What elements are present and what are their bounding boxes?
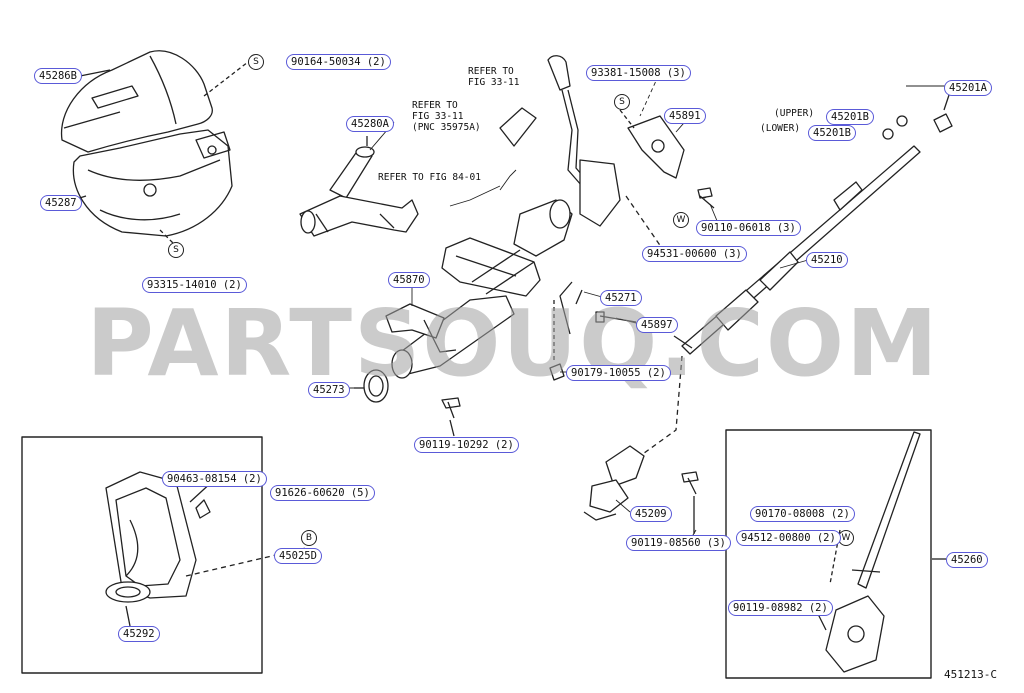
callout-45287[interactable]: 45287 — [40, 195, 82, 211]
inset-frame-left — [21, 436, 263, 674]
callout-45897[interactable]: 45897 — [636, 317, 678, 333]
shift-wire-part — [559, 281, 583, 335]
ring-bushing-part — [354, 369, 389, 403]
figure-number: 451213-C — [944, 668, 997, 681]
callout-45273[interactable]: 45273 — [308, 382, 350, 398]
callout-45209[interactable]: 45209 — [630, 506, 672, 522]
lower-shaft-assy-part — [825, 431, 921, 673]
callout-90119-08982[interactable]: 90119-08982 (2) — [728, 600, 833, 616]
shift-lever-part — [499, 55, 589, 187]
callout-45891[interactable]: 45891 — [664, 108, 706, 124]
callout-45271[interactable]: 45271 — [600, 290, 642, 306]
steering-shaft-part — [673, 145, 921, 355]
note-refer-fig-33-11: REFER TO FIG 33-11 — [468, 66, 520, 88]
steering-column-tube-part — [391, 199, 573, 379]
callout-45201a[interactable]: 45201A — [944, 80, 992, 96]
note-upper: (UPPER) — [774, 108, 815, 119]
note-refer-fig-33-11-pnc: REFER TO FIG 33-11 (PNC 35975A) — [412, 100, 481, 133]
screw-part — [595, 311, 637, 323]
symbol-b-boot: B — [301, 530, 317, 546]
intermediate-shaft-part — [583, 445, 645, 521]
callout-90119-08560[interactable]: 90119-08560 (3) — [626, 535, 731, 551]
callout-45201b-upper[interactable]: 45201B — [826, 109, 874, 125]
shift-lock-bracket-part — [579, 109, 685, 227]
callout-94531-00600[interactable]: 94531-00600 (3) — [642, 246, 747, 262]
symbol-s-cover-screw: S — [248, 54, 264, 70]
callout-45292[interactable]: 45292 — [118, 626, 160, 642]
callout-90110-06018[interactable]: 90110-06018 (3) — [696, 220, 801, 236]
lower-column-cover-part — [72, 129, 233, 237]
note-refer-fig-84-01: REFER TO FIG 84-01 — [378, 172, 481, 183]
column-bracket-part — [385, 303, 457, 353]
inset-frame-right — [725, 429, 932, 679]
callout-45260[interactable]: 45260 — [946, 552, 988, 568]
callout-93315-14010[interactable]: 93315-14010 (2) — [142, 277, 247, 293]
bushing-part — [933, 113, 953, 133]
symbol-w-shift-lock: W — [673, 212, 689, 228]
lock-housing-part — [299, 136, 419, 237]
callout-90463-08154[interactable]: 90463-08154 (2) — [162, 471, 267, 487]
callout-45201b-lower[interactable]: 45201B — [808, 125, 856, 141]
callout-90164-50034[interactable]: 90164-50034 (2) — [286, 54, 391, 70]
symbol-s-cover-screw-lower: S — [168, 242, 184, 258]
callout-45870[interactable]: 45870 — [388, 272, 430, 288]
bolt-part — [441, 397, 461, 419]
callout-45025d[interactable]: 45025D — [274, 548, 322, 564]
callout-94512-00800[interactable]: 94512-00800 (2) — [736, 530, 841, 546]
callout-93381-15008[interactable]: 93381-15008 (3) — [586, 65, 691, 81]
callout-45210[interactable]: 45210 — [806, 252, 848, 268]
column-boot-part — [105, 471, 197, 603]
callout-45286b[interactable]: 45286B — [34, 68, 82, 84]
callout-45280a[interactable]: 45280A — [346, 116, 394, 132]
upper-column-cover-part — [60, 50, 213, 153]
callout-90170-08008[interactable]: 90170-08008 (2) — [750, 506, 855, 522]
symbol-s-shift-lock: S — [614, 94, 630, 110]
callout-91626-60620[interactable]: 91626-60620 (5) — [270, 485, 375, 501]
callout-90179-10055[interactable]: 90179-10055 (2) — [566, 365, 671, 381]
note-lower: (LOWER) — [760, 123, 801, 134]
callout-90119-10292[interactable]: 90119-10292 (2) — [414, 437, 519, 453]
